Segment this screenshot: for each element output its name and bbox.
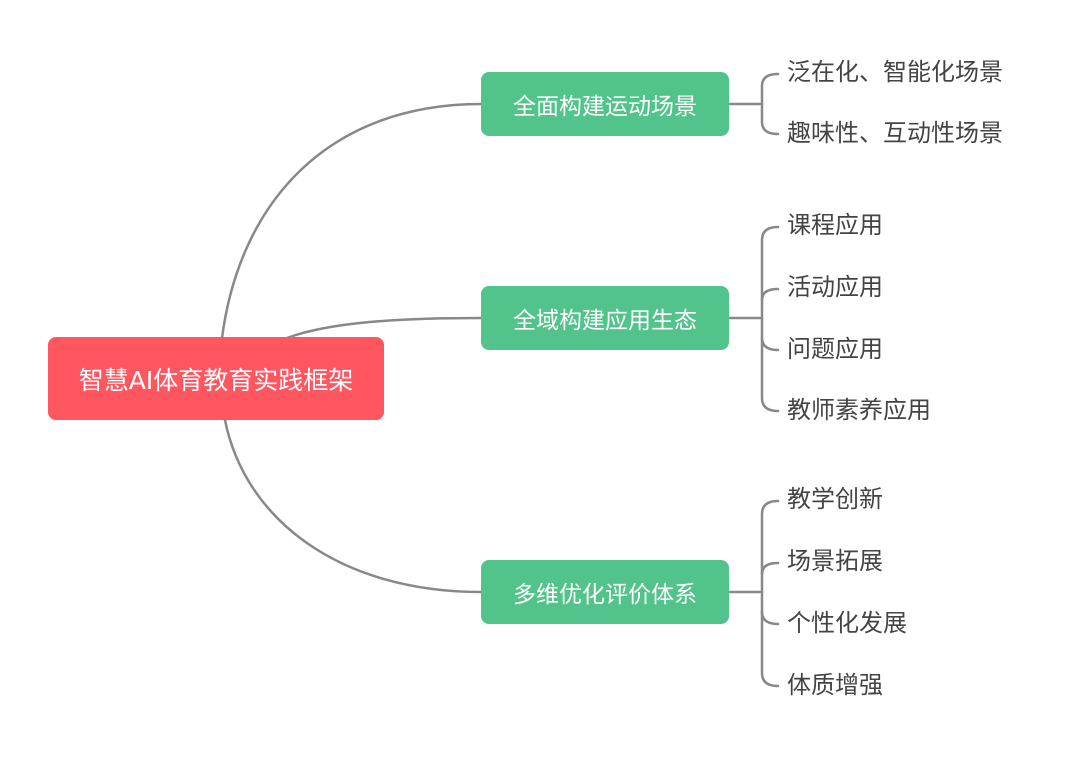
bracket-branch-1: [760, 72, 780, 136]
root-node[interactable]: 智慧AI体育教育实践框架: [48, 337, 384, 420]
connector-root-branch-3: [223, 418, 483, 594]
branch-node-label: 全域构建应用生态: [513, 308, 697, 334]
leaf-node[interactable]: 问题应用: [787, 335, 883, 363]
connector-root-branch-1: [220, 102, 483, 340]
bracket-branch-2-tick-2: [760, 287, 780, 302]
connector-root-branch-2: [285, 316, 483, 340]
branch-node-sports-scenes[interactable]: 全面构建运动场景: [481, 72, 729, 136]
branch-node-application-ecosystem[interactable]: 全域构建应用生态: [481, 286, 729, 350]
leaf-node[interactable]: 课程应用: [787, 211, 883, 239]
leaf-node[interactable]: 教学创新: [787, 485, 883, 513]
leaf-node[interactable]: 活动应用: [787, 273, 883, 301]
branch-node-label: 多维优化评价体系: [513, 582, 697, 608]
branch-node-label: 全面构建运动场景: [513, 94, 697, 120]
bracket-branch-3-tick-2: [760, 561, 780, 576]
root-node-label: 智慧AI体育教育实践框架: [78, 365, 354, 395]
bracket-branch-3-tick-3: [760, 610, 780, 626]
leaf-node[interactable]: 趣味性、互动性场景: [787, 119, 1003, 147]
leaf-node[interactable]: 泛在化、智能化场景: [787, 58, 1003, 86]
bracket-branch-3: [760, 499, 780, 688]
leaf-node[interactable]: 体质增强: [787, 671, 883, 699]
leaf-node[interactable]: 教师素养应用: [787, 396, 931, 424]
bracket-branch-2: [760, 225, 780, 413]
leaf-node[interactable]: 个性化发展: [787, 609, 907, 637]
bracket-branch-2-tick-3: [760, 336, 780, 352]
branch-node-evaluation-system[interactable]: 多维优化评价体系: [481, 560, 729, 624]
leaf-node[interactable]: 场景拓展: [787, 547, 883, 575]
